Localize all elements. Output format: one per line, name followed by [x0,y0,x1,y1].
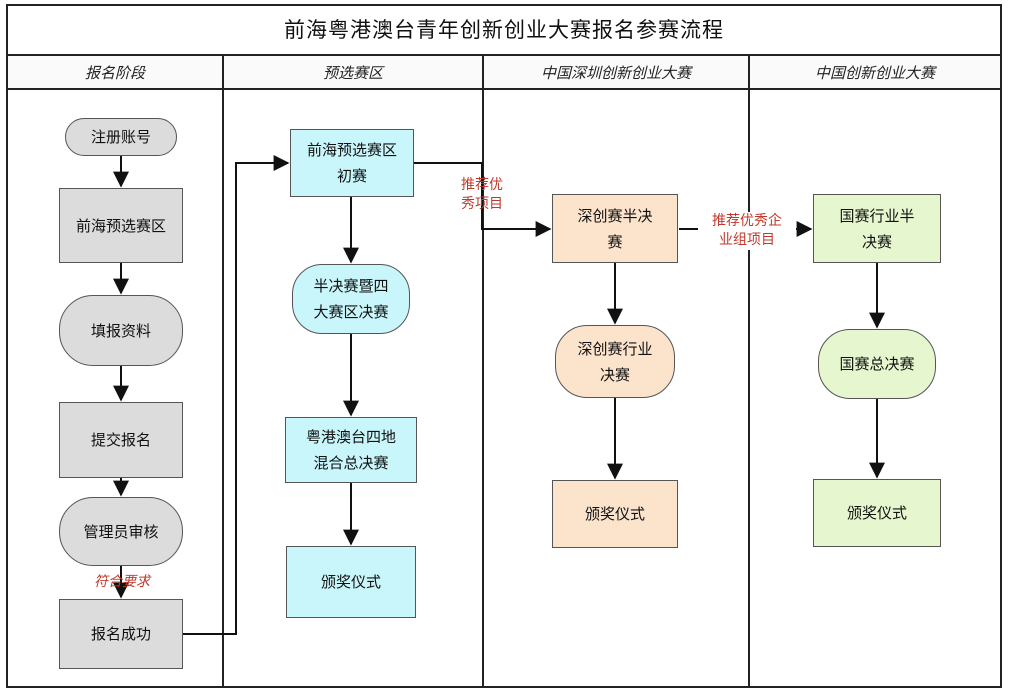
node-sz-industry-final: 深创赛行业 决赛 [555,325,675,398]
lane-header-signup: 报名阶段 [8,56,222,90]
lane-divider [482,56,484,688]
lane-divider [748,56,750,688]
label-meets-requirements: 符合要求 [94,574,150,590]
node-fill-info: 填报资料 [59,295,183,366]
node-admin-review: 管理员审核 [59,497,183,566]
node-sz-semifinal: 深创赛半决 赛 [552,194,678,263]
lane-header-shenzhen-contest: 中国深圳创新创业大赛 [484,56,748,90]
lane-divider [222,56,224,688]
node-register: 注册账号 [65,118,177,156]
node-preliminary: 前海预选赛区 初赛 [290,129,414,197]
node-award-1: 颁奖仪式 [286,546,416,618]
label-recommend-enterprise: 推荐优秀企 业组项目 [698,212,796,250]
node-signup-success: 报名成功 [59,599,183,669]
node-qianhai-zone: 前海预选赛区 [59,188,183,263]
node-award-2: 颁奖仪式 [552,480,678,548]
node-national-semifinal: 国赛行业半 决赛 [813,194,941,263]
node-submit: 提交报名 [59,402,183,478]
label-recommend-excellent: 推荐优 秀项目 [461,177,503,212]
diagram-frame [6,4,1002,688]
diagram-title: 前海粤港澳台青年创新创业大赛报名参赛流程 [6,4,1002,56]
lane-header-china-contest: 中国创新创业大赛 [750,56,1000,90]
lane-header-preliminary-zone: 预选赛区 [224,56,482,90]
node-semifinal-four-zones: 半决赛暨四 大赛区决赛 [292,264,410,334]
node-award-3: 颁奖仪式 [813,479,941,547]
node-final-mixed: 粤港澳台四地 混合总决赛 [285,417,417,483]
node-national-final: 国赛总决赛 [818,329,936,399]
